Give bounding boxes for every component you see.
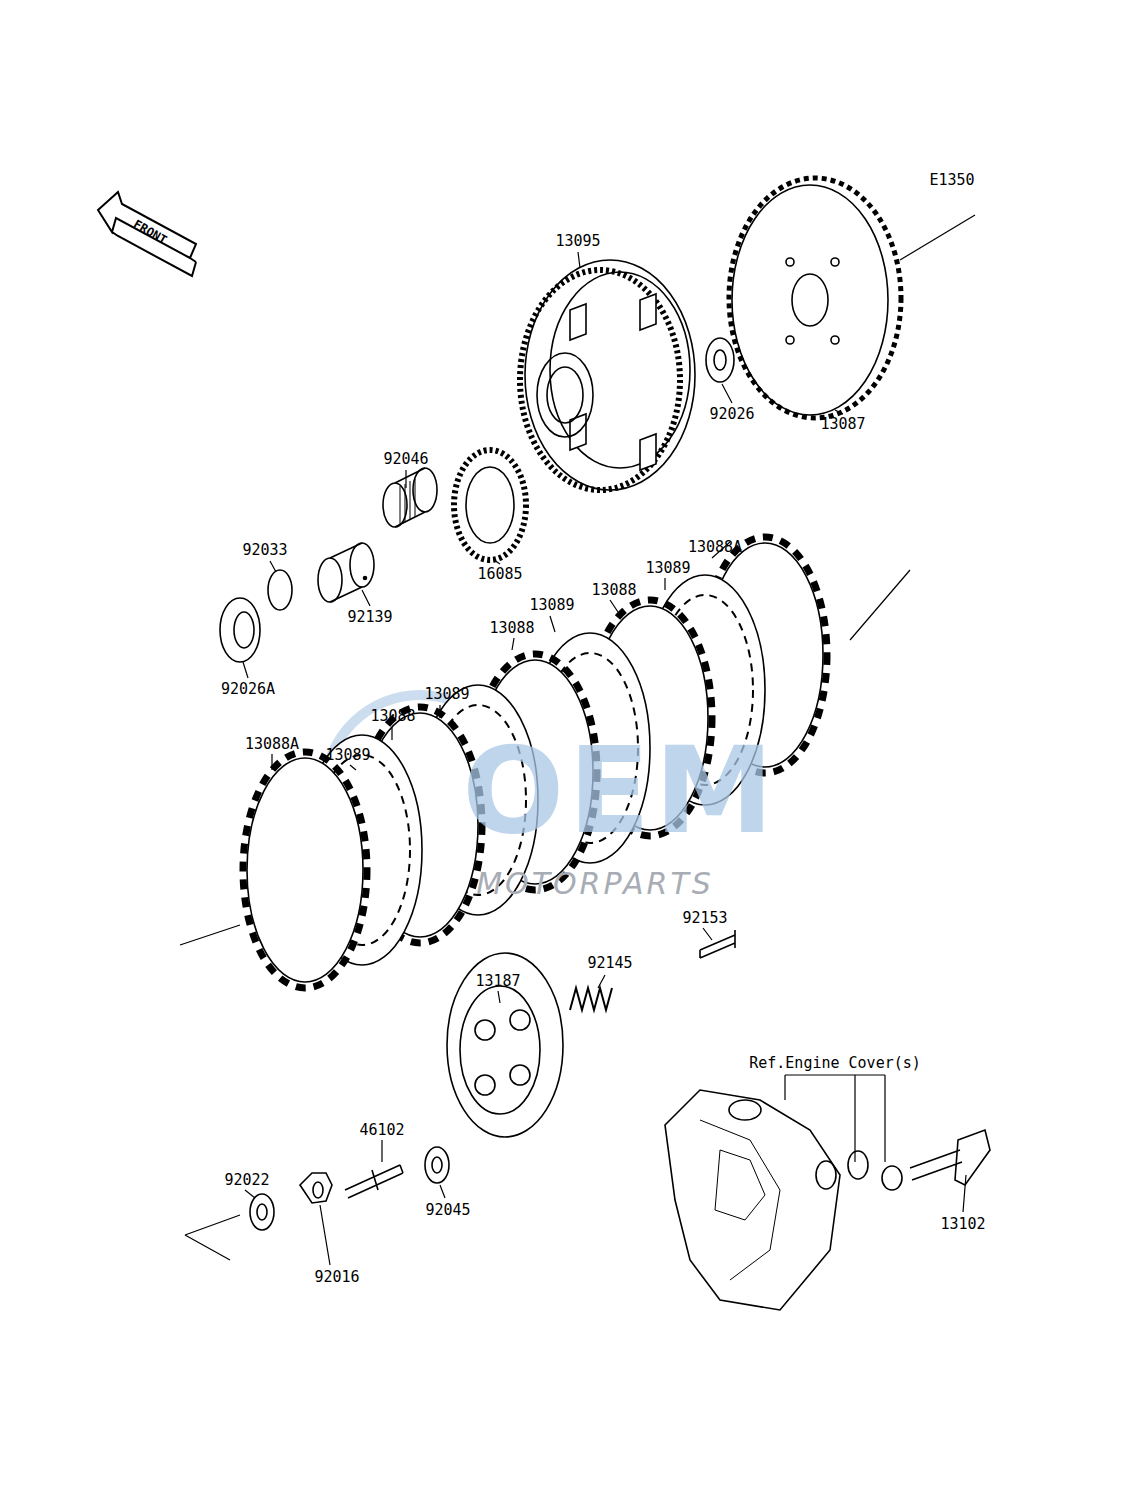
callout-number: 16085 (477, 567, 522, 582)
bracket (785, 1075, 885, 1162)
leader-lines (243, 252, 966, 1265)
circlip (268, 570, 292, 610)
callout-number: 13095 (555, 234, 600, 249)
callout-number: 13088A (688, 540, 742, 555)
reference-note: Ref.Engine Cover(s) (749, 1056, 921, 1071)
clutch-plate-gear (729, 178, 901, 418)
callout-number: 13102 (940, 1217, 985, 1232)
callout-number: 13088A (245, 737, 299, 752)
washer (706, 338, 734, 382)
callout-number: 13089 (424, 687, 469, 702)
clutch-plates (243, 537, 827, 988)
gear (454, 450, 526, 560)
washer (220, 598, 260, 662)
callout-number: 46102 (359, 1123, 404, 1138)
pushrod (345, 1165, 403, 1198)
pressure-plate (447, 953, 563, 1137)
callout-number: 92022 (224, 1173, 269, 1188)
callout-number: 13088 (489, 621, 534, 636)
washer (250, 1194, 274, 1230)
callout-number: 13088 (370, 709, 415, 724)
bolt (700, 930, 735, 958)
callout-number: 92145 (587, 956, 632, 971)
axis-line (180, 215, 975, 1260)
spring (570, 988, 612, 1010)
front-arrow (98, 192, 196, 276)
callout-number: 92026A (221, 682, 275, 697)
figure-code: E1350 (929, 173, 974, 188)
callout-number: 13187 (475, 974, 520, 989)
callout-number: 13089 (645, 561, 690, 576)
callout-number: 92046 (383, 452, 428, 467)
callout-number: 92016 (314, 1270, 359, 1285)
watermark: OEM (462, 721, 777, 860)
callout-number: 13089 (325, 748, 370, 763)
callout-number: 92139 (347, 610, 392, 625)
callout-number: 92045 (425, 1203, 470, 1218)
release-shaft (910, 1130, 990, 1185)
clutch-housing (520, 260, 695, 490)
callout-number: 13088 (591, 583, 636, 598)
nut (300, 1173, 332, 1203)
callout-number: 92153 (682, 911, 727, 926)
watermark: MOTORPARTS (476, 866, 714, 901)
callout-number: 13089 (529, 598, 574, 613)
bearing (425, 1147, 449, 1183)
needle-bearing (383, 468, 437, 527)
callout-number: 92033 (242, 543, 287, 558)
engine-cover (665, 1090, 840, 1310)
callout-number: 13087 (820, 417, 865, 432)
sleeve (318, 543, 374, 602)
callout-number: 92026 (709, 407, 754, 422)
